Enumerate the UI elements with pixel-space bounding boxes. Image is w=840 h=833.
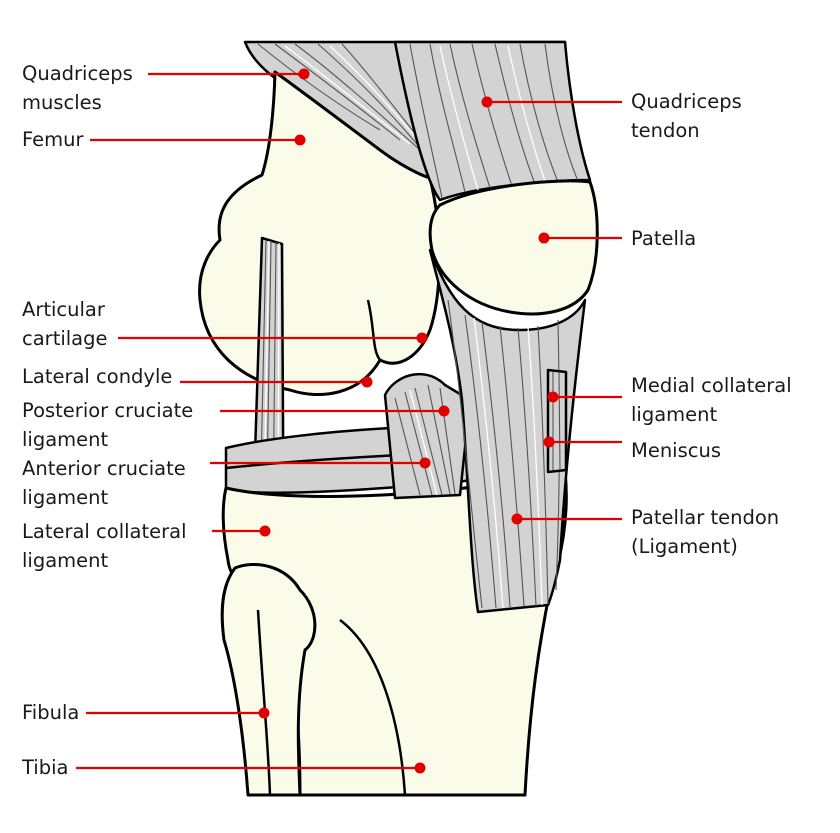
annotation-lateral-collateral: Lateral collateral ligament <box>22 520 271 572</box>
cruciate-fibers <box>394 384 456 496</box>
pointer-dot <box>538 232 550 244</box>
label-lateral-condyle-line1: Lateral condyle <box>22 365 172 388</box>
label-patellar-tendon-line2: (Ligament) <box>631 535 738 558</box>
label-posterior-cruciate-line1: Posterior cruciate <box>22 399 193 422</box>
annotation-quadriceps-muscles: Quadriceps muscles <box>22 62 310 114</box>
pointer-dot <box>511 513 523 525</box>
annotation-medial-collateral: Medial collateral ligament <box>547 374 792 426</box>
label-femur-line1: Femur <box>22 128 85 151</box>
label-anterior-cruciate-line2: ligament <box>22 486 109 509</box>
annotation-lateral-condyle: Lateral condyle <box>22 365 373 388</box>
pointer-dot <box>438 405 450 417</box>
annotation-articular-cartilage: Articular cartilage <box>22 298 428 350</box>
label-quadriceps-muscles-line2: muscles <box>22 91 102 114</box>
label-fibula-line1: Fibula <box>22 701 79 724</box>
annotation-anterior-cruciate: Anterior cruciate ligament <box>22 457 431 509</box>
annotation-tibia: Tibia <box>21 756 426 779</box>
label-quadriceps-tendon-line1: Quadriceps <box>631 90 742 113</box>
annotation-patellar-tendon: Patellar tendon (Ligament) <box>511 506 779 558</box>
label-quadriceps-muscles-line1: Quadriceps <box>22 62 133 85</box>
pointer-dot <box>361 376 373 388</box>
patella-shape <box>428 179 599 316</box>
annotation-femur: Femur <box>22 128 306 151</box>
annotation-fibula: Fibula <box>22 701 270 724</box>
label-lateral-collateral-line1: Lateral collateral <box>22 520 187 543</box>
medial-collateral-shape <box>546 368 568 474</box>
pointer-dot <box>258 707 270 719</box>
label-anterior-cruciate-line1: Anterior cruciate <box>22 457 186 480</box>
label-patella-line1: Patella <box>631 227 696 250</box>
medial-collateral-fibers <box>552 371 561 471</box>
quadriceps-muscles-fibers <box>257 43 441 166</box>
label-articular-cartilage-line1: Articular <box>22 298 106 321</box>
pointer-dot <box>419 457 431 469</box>
label-patellar-tendon-line1: Patellar tendon <box>631 506 779 529</box>
pointer-dot <box>416 332 428 344</box>
pointer-dot <box>298 68 310 80</box>
pointer-dot <box>294 134 306 146</box>
label-medial-collateral-line2: ligament <box>631 403 718 426</box>
pointer-dot <box>543 436 555 448</box>
fibula-shape <box>220 563 317 797</box>
label-medial-collateral-line1: Medial collateral <box>631 374 792 397</box>
label-quadriceps-tendon-line2: tendon <box>631 119 700 142</box>
annotation-posterior-cruciate: Posterior cruciate ligament <box>22 399 450 451</box>
label-tibia-line1: Tibia <box>21 756 68 779</box>
pointer-dot <box>259 525 271 537</box>
annotation-patella: Patella <box>538 227 696 250</box>
annotation-quadriceps-tendon: Quadriceps tendon <box>481 90 742 142</box>
pointer-dot <box>414 762 426 774</box>
label-articular-cartilage-line2: cartilage <box>22 327 108 350</box>
pointer-dot <box>547 391 559 403</box>
label-lateral-collateral-line2: ligament <box>22 549 109 572</box>
label-meniscus-line1: Meniscus <box>631 439 721 462</box>
annotation-meniscus: Meniscus <box>543 436 721 462</box>
quadriceps-tendon-fibers <box>409 43 579 199</box>
pointer-dot <box>481 96 493 108</box>
label-posterior-cruciate-line2: ligament <box>22 428 109 451</box>
